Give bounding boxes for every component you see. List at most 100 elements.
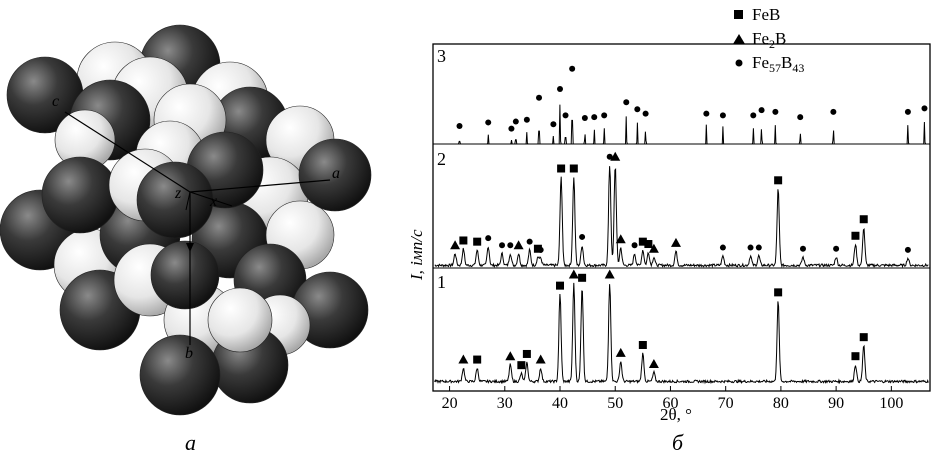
iron-atom-sphere xyxy=(150,240,220,310)
boron-atom-sphere xyxy=(207,287,273,353)
iron-atom-sphere xyxy=(139,334,221,416)
legend-fe2b: Fe2B xyxy=(752,29,786,51)
x-tick-label: 60 xyxy=(662,395,678,412)
legend-fe57b43: Fe57B43 xyxy=(752,53,804,75)
feb-peak-marker xyxy=(473,355,482,364)
feb-peak-marker xyxy=(557,164,566,173)
fe57b43-peak-marker xyxy=(758,107,765,114)
fe57b43-peak-marker xyxy=(623,99,630,106)
feb-peak-marker xyxy=(638,341,647,349)
fe2b-peak-marker xyxy=(604,269,615,279)
fe57b43-peak-marker xyxy=(499,242,506,249)
iron-atom-sphere xyxy=(298,138,372,212)
fe57b43-peak-marker xyxy=(569,65,576,72)
fe2b-peak-marker xyxy=(458,354,469,364)
y-axis-label: I, імп/с xyxy=(407,229,426,281)
fe57b43-peak-marker xyxy=(750,112,757,119)
x-tick-label: 40 xyxy=(552,395,568,412)
fe57b43-peak-marker xyxy=(581,115,588,122)
legend-square-icon xyxy=(734,10,743,19)
feb-peak-marker xyxy=(556,281,565,290)
fe57b43-peak-marker xyxy=(536,94,543,101)
feb-peak-marker xyxy=(578,273,587,282)
iron-atom-sphere xyxy=(41,156,119,234)
fe57b43-peak-marker xyxy=(456,122,463,129)
legend-triangle-icon xyxy=(733,34,745,44)
fe57b43-peak-marker xyxy=(904,108,911,115)
feb-peak-marker xyxy=(774,288,783,297)
fe57b43-peak-marker xyxy=(507,242,514,249)
fe57b43-peak-marker xyxy=(550,121,557,128)
feb-peak-marker xyxy=(522,349,531,358)
feb-peak-marker xyxy=(851,352,860,361)
structure-axes xyxy=(64,111,331,345)
feb-peak-marker xyxy=(569,164,578,173)
axis-label-z: z xyxy=(174,185,182,202)
fe2b-peak-marker xyxy=(568,269,579,279)
fe57b43-peak-marker xyxy=(703,110,710,117)
fe2b-peak-marker xyxy=(513,240,524,250)
panel-a-caption: a xyxy=(185,430,196,455)
fe57b43-peak-marker xyxy=(799,245,806,252)
x-tick-label: 80 xyxy=(773,395,789,412)
fe2b-peak-marker xyxy=(535,354,546,364)
fe57b43-peak-marker xyxy=(601,112,608,119)
feb-peak-marker xyxy=(774,176,783,185)
feb-peak-marker xyxy=(533,244,542,253)
legend: FeB Fe2B Fe57B43 xyxy=(733,5,804,75)
feb-peak-marker xyxy=(459,236,468,245)
fe57b43-peak-marker xyxy=(485,119,492,126)
pattern-2-trace xyxy=(434,166,929,269)
axis-label-b: b xyxy=(185,345,193,362)
fe57b43-peak-marker xyxy=(755,244,762,251)
series-label-1: 1 xyxy=(437,272,446,292)
fe57b43-peak-marker xyxy=(526,238,533,245)
phase-markers xyxy=(450,65,928,370)
fe57b43-peak-marker xyxy=(642,110,649,117)
fe57b43-peak-marker xyxy=(833,245,840,252)
fe57b43-peak-marker xyxy=(537,246,544,253)
x-tick-label: 30 xyxy=(497,395,513,412)
panel-b-caption: б xyxy=(672,430,684,455)
feb-peak-marker xyxy=(517,361,526,370)
fe57b43-peak-marker xyxy=(562,112,569,119)
fe2b-peak-marker xyxy=(615,347,626,357)
fe2b-peak-marker xyxy=(505,351,516,361)
fe57b43-peak-marker xyxy=(719,244,726,251)
fe57b43-peak-marker xyxy=(579,233,586,240)
axis-label-x: x xyxy=(209,193,217,210)
fe2b-peak-marker xyxy=(670,237,681,247)
pattern-3-trace xyxy=(434,104,929,145)
fe57b43-peak-marker xyxy=(557,86,564,92)
fe57b43-peak-marker xyxy=(797,114,804,121)
legend-feb: FeB xyxy=(752,5,780,24)
fe57b43-peak-marker xyxy=(747,244,754,251)
fe2b-peak-marker xyxy=(610,151,621,161)
feb-peak-marker xyxy=(851,231,860,240)
fe57b43-peak-marker xyxy=(485,235,492,242)
diffraction-patterns xyxy=(434,104,929,385)
fe2b-peak-marker xyxy=(648,243,659,253)
axis-label-a: a xyxy=(332,165,340,182)
x-tick-label: 100 xyxy=(879,395,903,412)
series-label-3: 3 xyxy=(437,46,446,66)
pattern-1-trace xyxy=(434,282,929,385)
series-label-2: 2 xyxy=(437,149,446,169)
feb-peak-marker xyxy=(473,237,482,246)
fe57b43-peak-marker xyxy=(719,112,726,119)
x-tick-label: 90 xyxy=(828,395,844,412)
crystal-structure: c a z x b a xyxy=(0,24,372,455)
feb-peak-marker xyxy=(638,237,647,246)
fe57b43-peak-marker xyxy=(523,116,530,123)
fe2b-peak-marker xyxy=(450,240,461,250)
series-labels: 3 2 1 xyxy=(437,46,446,292)
x-tick-label: 20 xyxy=(442,395,458,412)
feb-peak-marker xyxy=(859,333,868,342)
fe57b43-peak-marker xyxy=(631,242,638,249)
fe57b43-peak-marker xyxy=(508,125,515,132)
fe57b43-peak-marker xyxy=(772,108,779,115)
fe2b-peak-marker xyxy=(648,359,659,369)
fe57b43-peak-marker xyxy=(904,246,911,253)
fe57b43-peak-marker xyxy=(512,118,519,125)
